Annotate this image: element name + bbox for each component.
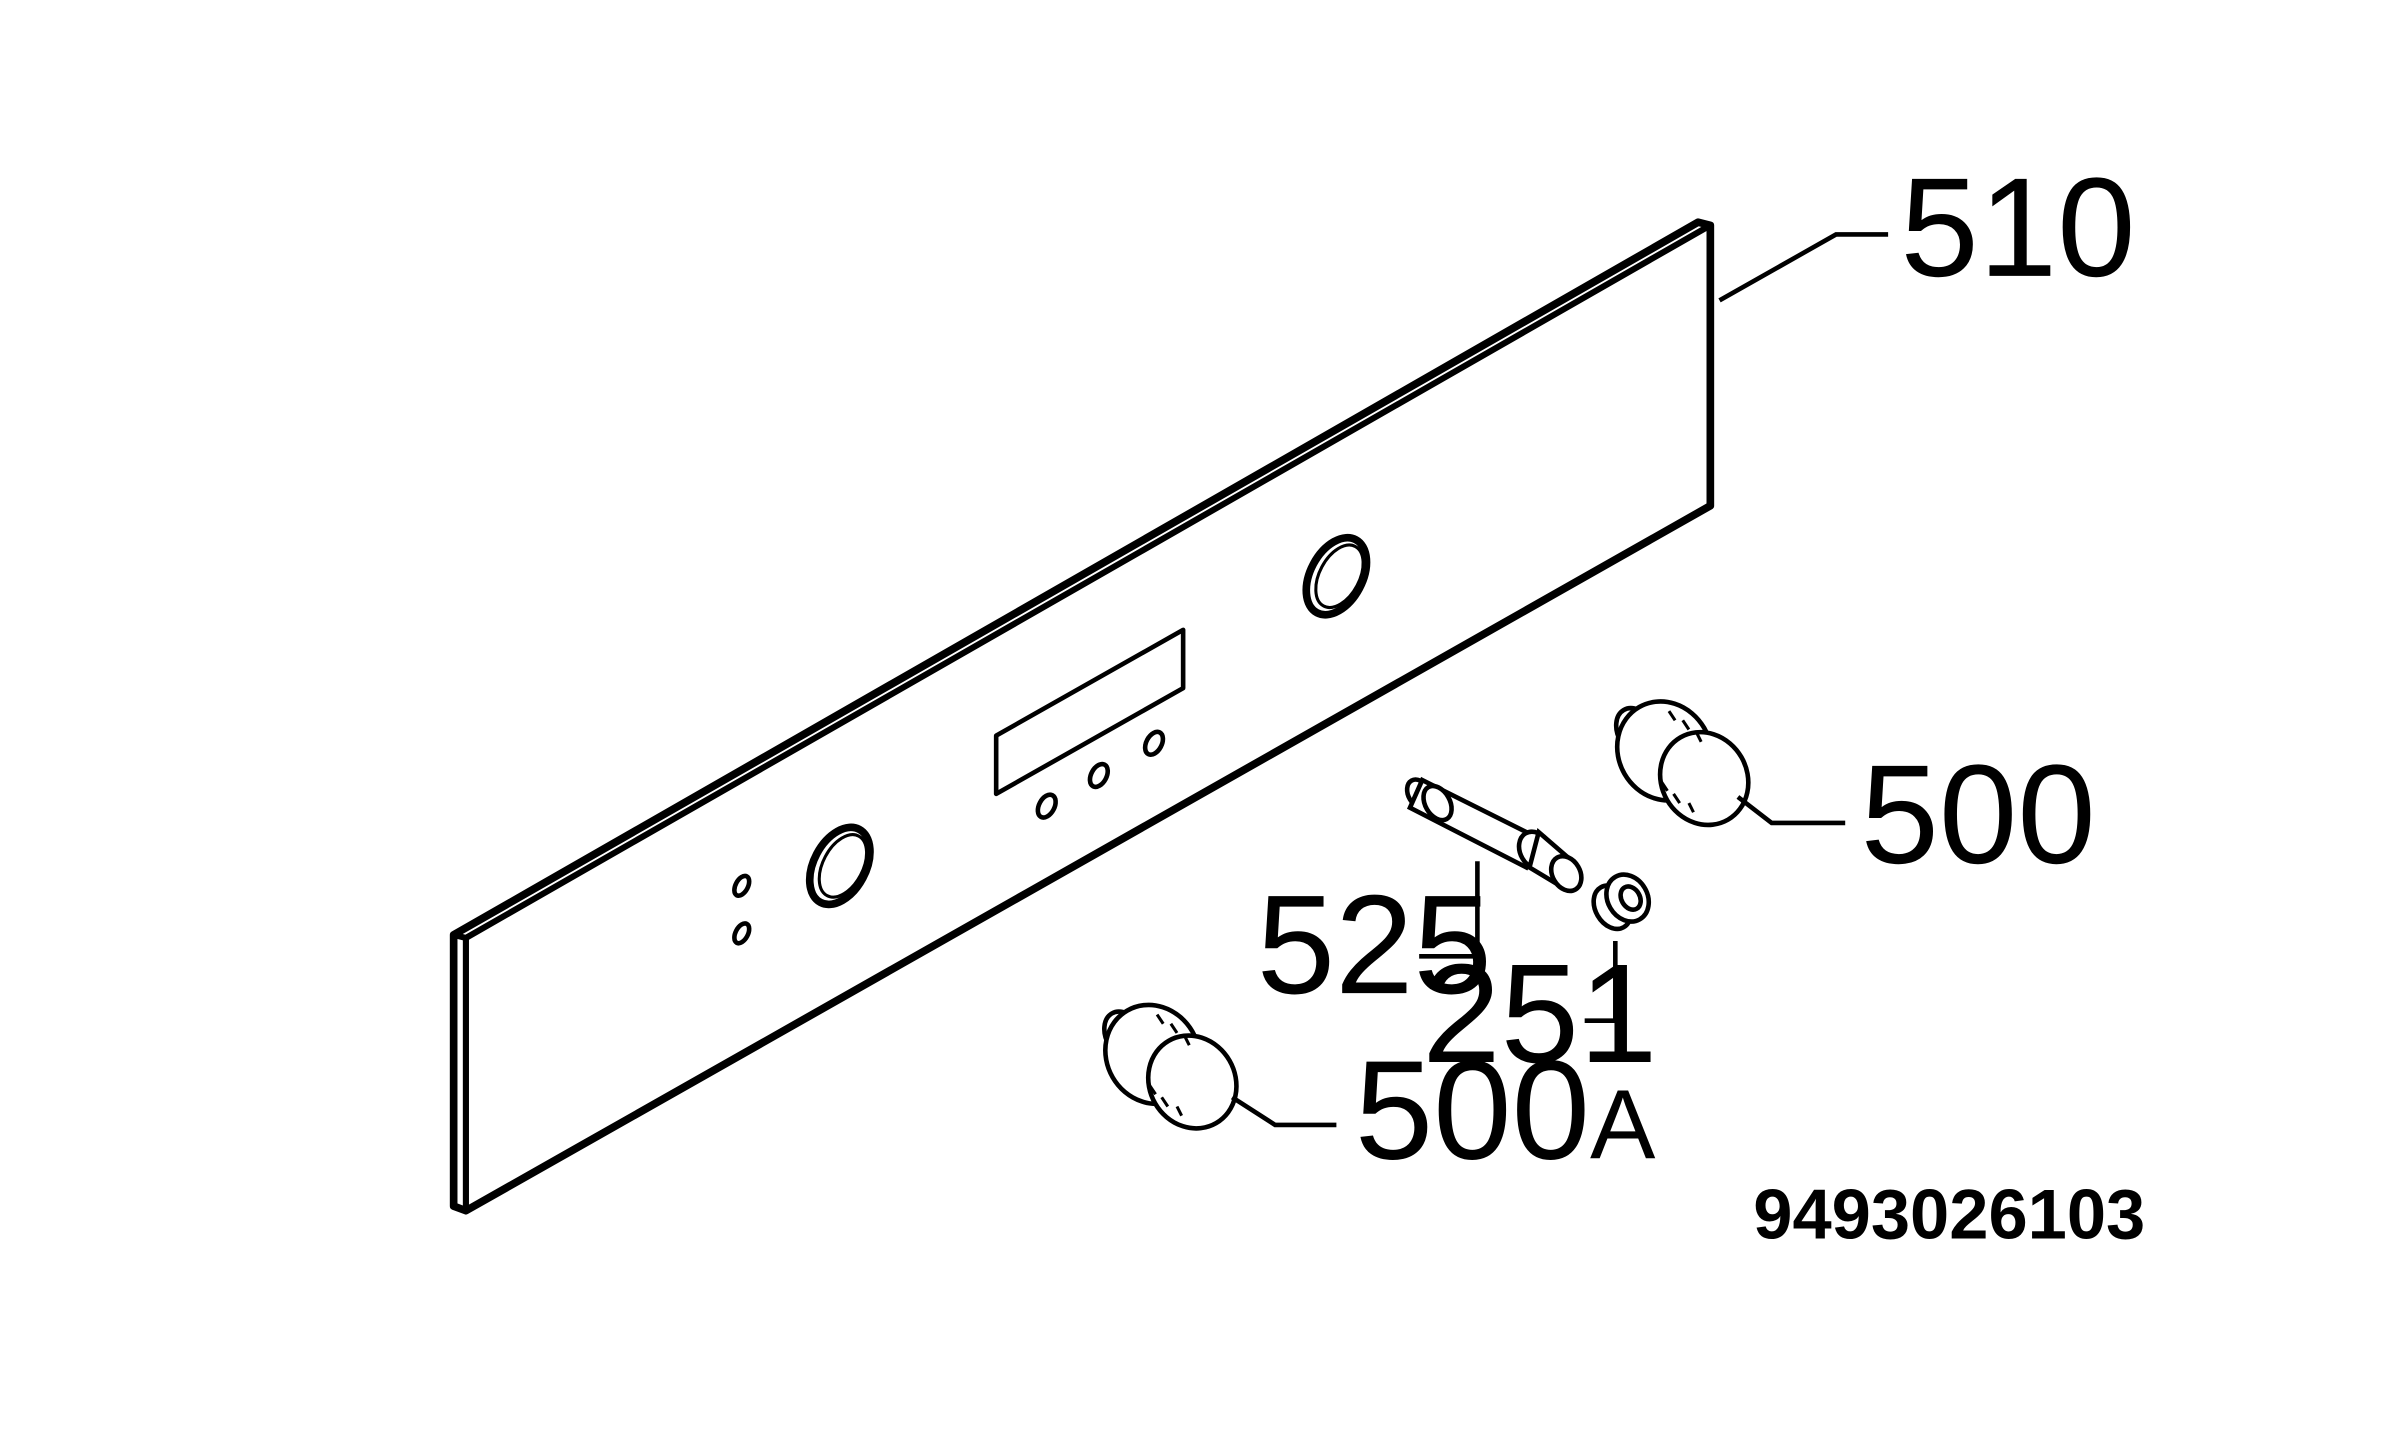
left-knob-hole-inner bbox=[817, 833, 869, 899]
bushing bbox=[1591, 872, 1652, 932]
drawing-code: 9493026103 bbox=[1753, 1174, 2145, 1253]
knob-right bbox=[1613, 697, 1751, 828]
right-knob-hole-inner bbox=[1314, 543, 1365, 609]
display-window bbox=[993, 627, 1186, 797]
leader-500A bbox=[1230, 1095, 1337, 1128]
knob-left bbox=[1102, 1000, 1239, 1131]
indicator-light-2 bbox=[732, 921, 752, 946]
panel-front-face bbox=[449, 218, 1715, 1215]
leader-lines bbox=[1230, 232, 1889, 1128]
callout-500: 500 bbox=[1861, 735, 2096, 893]
callout-500A: 500A bbox=[1355, 1031, 1656, 1189]
callout-500A-suffix: A bbox=[1590, 1070, 1656, 1180]
leader-510 bbox=[1718, 232, 1889, 303]
right-knob-hole bbox=[1302, 533, 1371, 619]
callout-510: 510 bbox=[1900, 148, 2135, 306]
timer-button-3 bbox=[1142, 729, 1166, 757]
leader-500 bbox=[1736, 795, 1846, 826]
callout-251: 251 bbox=[1422, 934, 1657, 1092]
callout-500A-number: 500 bbox=[1355, 1031, 1590, 1189]
control-panel bbox=[449, 218, 1715, 1215]
leader-251 bbox=[1584, 940, 1618, 1023]
timer-button-2 bbox=[1087, 761, 1111, 790]
indicator-light-1 bbox=[732, 873, 752, 899]
left-knob-hole bbox=[805, 823, 874, 909]
callout-525: 525 bbox=[1257, 865, 1492, 1023]
timer-button-1 bbox=[1035, 792, 1058, 820]
extension-shaft bbox=[1404, 776, 1584, 894]
leader-525 bbox=[1419, 861, 1480, 959]
